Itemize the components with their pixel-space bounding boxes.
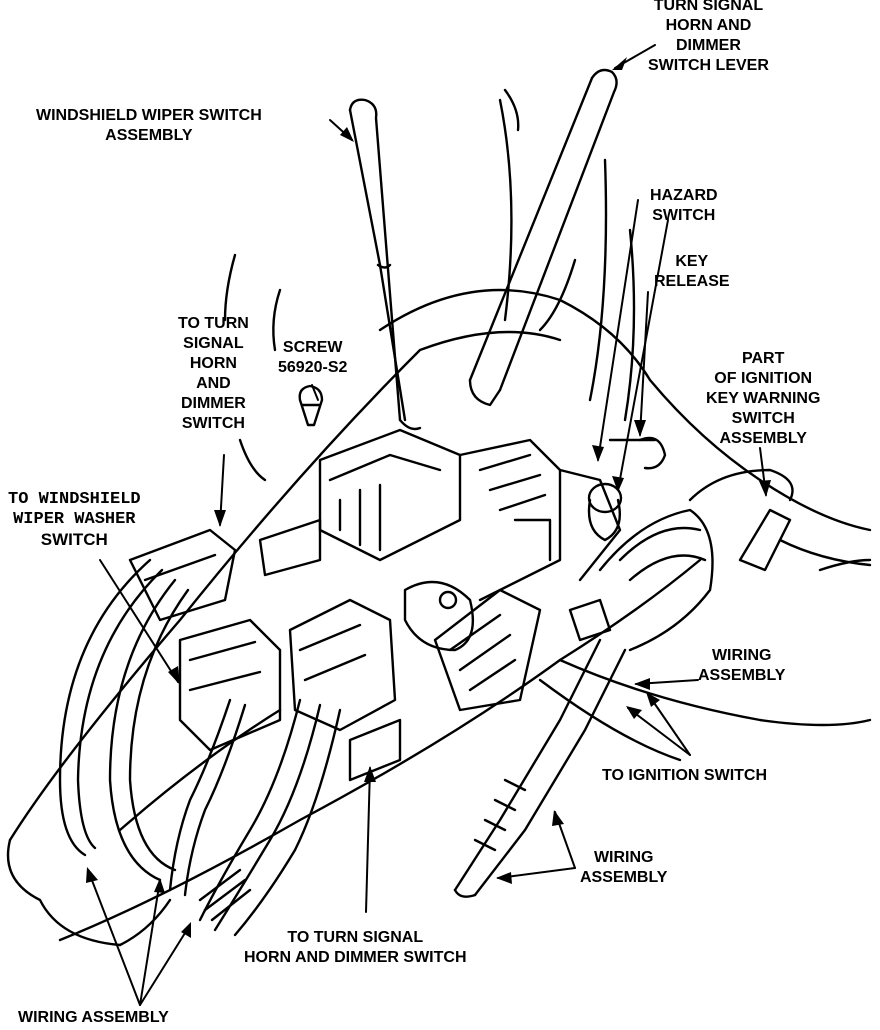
label-wiring-assembly-right: WIRING ASSEMBLY: [698, 647, 786, 684]
turn-signal-lever: [468, 68, 618, 407]
wire-harness-left: [58, 558, 342, 937]
screw: [298, 384, 324, 427]
label-wiper-switch: WINDSHIELD WIPER SWITCH ASSEMBLY: [36, 107, 262, 144]
label-wiring-assembly-lower: WIRING ASSEMBLY: [580, 849, 668, 886]
wiper-lever: [348, 98, 422, 431]
label-screw: SCREW 56920-S2: [278, 339, 348, 376]
label-wiring-assembly-bottom: WIRING ASSEMBLY: [18, 1009, 169, 1026]
label-hazard-switch: HAZARD SWITCH: [650, 187, 718, 224]
label-to-wiper-washer: TO WINDSHIELD WIPER WASHER SWITCH: [8, 490, 141, 549]
label-to-ignition-switch: TO IGNITION SWITCH: [602, 767, 768, 784]
arrowheads: [86, 57, 771, 938]
label-turn-signal-lever: TURN SIGNAL HORN AND DIMMER SWITCH LEVER: [648, 0, 769, 74]
switch-housings: [258, 428, 622, 712]
wire-harness-right: [453, 468, 872, 898]
hazard-key-knobs: [587, 436, 667, 542]
label-ignition-key-warning: PART OF IGNITION KEY WARNING SWITCH ASSE…: [706, 350, 821, 447]
steering-wheel-rim: [223, 88, 636, 482]
label-to-turn-signal-lower: TO TURN SIGNAL HORN AND DIMMER SWITCH: [244, 929, 467, 966]
label-key-release: KEY RELEASE: [654, 253, 730, 290]
label-to-turn-signal-upper: TO TURN SIGNAL HORN AND DIMMER SWITCH: [178, 315, 249, 432]
